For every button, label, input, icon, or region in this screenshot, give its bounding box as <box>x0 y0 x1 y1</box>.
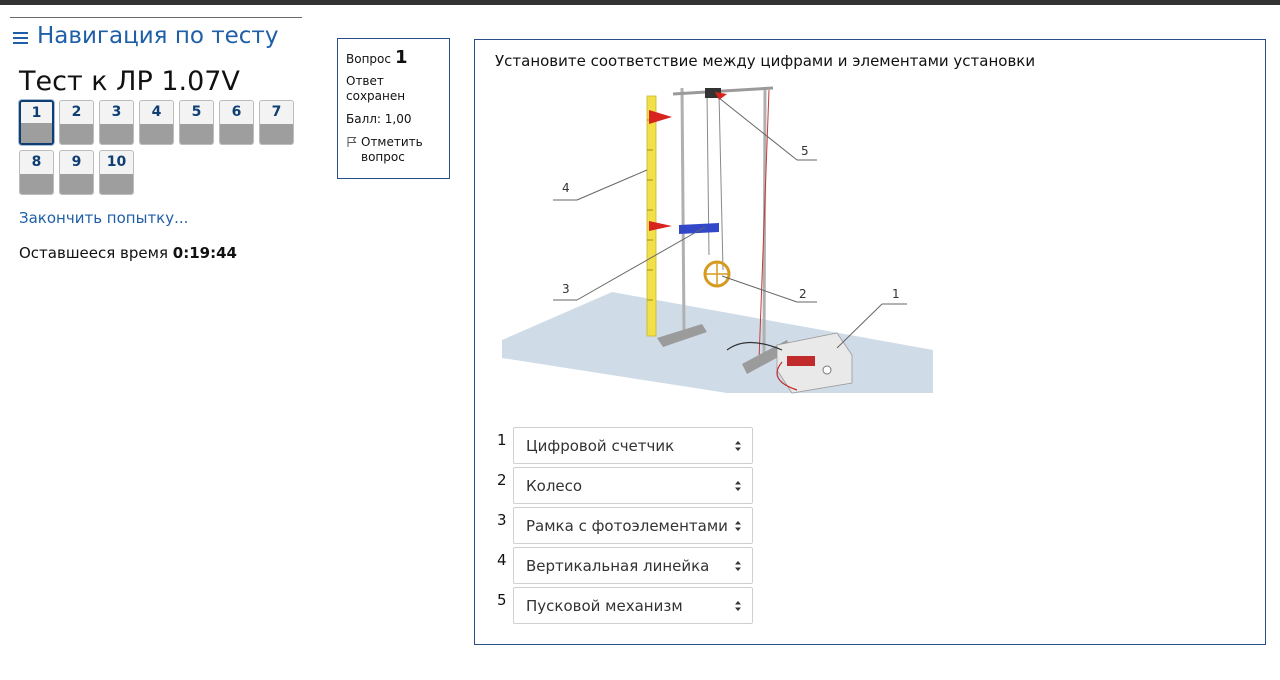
question-nav-button-8[interactable]: 8 <box>19 150 54 195</box>
nav-divider <box>10 17 302 18</box>
answer-row-number: 5 <box>497 591 507 609</box>
question-nav-button-1[interactable]: 1 <box>19 100 54 145</box>
table-surface <box>502 292 933 393</box>
answer-select-3[interactable]: Рамка с фотоэлементами <box>513 507 753 544</box>
answer-select-value: Рамка с фотоэлементами <box>526 516 728 535</box>
question-nav-number: 4 <box>151 104 162 120</box>
answered-indicator <box>100 174 133 194</box>
answer-select-value: Вертикальная линейка <box>526 556 710 575</box>
question-number: Вопрос 1 <box>346 47 441 68</box>
quiz-navigation-heading[interactable]: Навигация по тесту <box>13 23 278 49</box>
vertical-ruler <box>646 95 657 337</box>
question-number-label: Вопрос <box>346 52 391 66</box>
flag-question-toggle[interactable]: Отметить вопрос <box>346 135 441 165</box>
ruler-marker-top <box>649 110 672 124</box>
question-number-value: 1 <box>394 47 408 68</box>
question-nav-number: 7 <box>271 104 282 120</box>
stand-post-left <box>680 87 686 331</box>
time-remaining: Оставшееся время 0:19:44 <box>19 244 237 262</box>
stand-base-left <box>657 324 707 347</box>
question-nav-button-9[interactable]: 9 <box>59 150 94 195</box>
sort-caret-icon <box>732 519 744 533</box>
question-nav-number: 2 <box>71 104 82 120</box>
question-nav-number: 8 <box>31 154 42 170</box>
stand-top-bar <box>672 86 774 96</box>
answer-row-5: 5 Пусковой механизм <box>497 587 753 627</box>
answer-select-value: Пусковой механизм <box>526 596 683 615</box>
time-remaining-value: 0:19:44 <box>172 244 237 262</box>
matching-answers: 1 Цифровой счетчик 2 Колесо 3 Рамка с фо… <box>497 427 753 627</box>
flag-question-label-line-2: вопрос <box>361 150 405 164</box>
quiz-navigation-heading-label: Навигация по тесту <box>37 23 279 49</box>
question-nav-number: 1 <box>31 105 42 121</box>
answered-indicator <box>60 174 93 194</box>
answer-row-number: 1 <box>497 431 507 449</box>
question-state-line-1: Ответ <box>346 74 384 88</box>
question-nav-button-7[interactable]: 7 <box>259 100 294 145</box>
figure-label-5: 5 <box>801 144 809 158</box>
answered-indicator <box>21 123 52 143</box>
answer-row-3: 3 Рамка с фотоэлементами <box>497 507 753 547</box>
answer-select-2[interactable]: Колесо <box>513 467 753 504</box>
question-text: Установите соответствие между цифрами и … <box>495 52 1036 70</box>
answer-row-4: 4 Вертикальная линейка <box>497 547 753 587</box>
answered-indicator <box>260 124 293 144</box>
question-nav-button-4[interactable]: 4 <box>139 100 174 145</box>
question-info-box: Вопрос 1 Ответ сохранен Балл: 1,00 Отмет… <box>337 38 450 179</box>
time-remaining-label: Оставшееся время <box>19 244 168 262</box>
answer-select-1[interactable]: Цифровой счетчик <box>513 427 753 464</box>
sort-caret-icon <box>732 599 744 613</box>
flag-question-label-line-1: Отметить <box>361 135 423 149</box>
hamburger-icon <box>13 32 28 44</box>
question-nav-number: 5 <box>191 104 202 120</box>
answer-row-number: 2 <box>497 471 507 489</box>
figure-label-2: 2 <box>799 287 807 301</box>
top-bar <box>0 0 1280 5</box>
sort-caret-icon <box>732 439 744 453</box>
answer-select-4[interactable]: Вертикальная линейка <box>513 547 753 584</box>
question-nav-grid: 1 2 3 4 5 6 7 8 9 10 <box>19 100 304 195</box>
question-grade: Балл: 1,00 <box>346 112 412 126</box>
answer-row-2: 2 Колесо <box>497 467 753 507</box>
question-nav-button-3[interactable]: 3 <box>99 100 134 145</box>
question-nav-button-6[interactable]: 6 <box>219 100 254 145</box>
answer-select-value: Цифровой счетчик <box>526 436 675 455</box>
answered-indicator <box>60 124 93 144</box>
question-nav-number: 6 <box>231 104 242 120</box>
question-nav-number: 3 <box>111 104 122 120</box>
flag-outline-icon <box>346 136 358 148</box>
answer-select-5[interactable]: Пусковой механизм <box>513 587 753 624</box>
figure-label-4: 4 <box>562 181 570 195</box>
question-content: Установите соответствие между цифрами и … <box>474 39 1266 645</box>
sort-caret-icon <box>732 479 744 493</box>
quiz-title: Тест к ЛР 1.07V <box>19 66 240 97</box>
answered-indicator <box>180 124 213 144</box>
question-nav-button-2[interactable]: 2 <box>59 100 94 145</box>
question-state: Ответ сохранен <box>346 74 441 104</box>
release-mechanism <box>705 88 721 98</box>
apparatus-figure: 4 3 2 1 5 <box>502 86 933 394</box>
question-nav-button-5[interactable]: 5 <box>179 100 214 145</box>
question-nav-number: 9 <box>71 154 82 170</box>
answered-indicator <box>20 174 53 194</box>
answered-indicator <box>140 124 173 144</box>
red-wire <box>758 89 770 361</box>
question-nav-number: 10 <box>106 154 127 170</box>
question-nav-button-10[interactable]: 10 <box>99 150 134 195</box>
figure-label-1: 1 <box>892 287 900 301</box>
flag-question-label: Отметить вопрос <box>361 135 423 165</box>
answered-indicator <box>220 124 253 144</box>
answered-indicator <box>100 124 133 144</box>
answer-row-number: 4 <box>497 551 507 569</box>
ruler-marker-bottom <box>649 221 672 231</box>
figure-label-3: 3 <box>562 282 570 296</box>
finish-attempt-link[interactable]: Закончить попытку... <box>19 209 189 227</box>
answer-row-number: 3 <box>497 511 507 529</box>
answer-select-value: Колесо <box>526 476 583 495</box>
question-state-line-2: сохранен <box>346 89 406 103</box>
answer-row-1: 1 Цифровой счетчик <box>497 427 753 467</box>
sort-caret-icon <box>732 559 744 573</box>
photogate-frame <box>679 223 719 234</box>
